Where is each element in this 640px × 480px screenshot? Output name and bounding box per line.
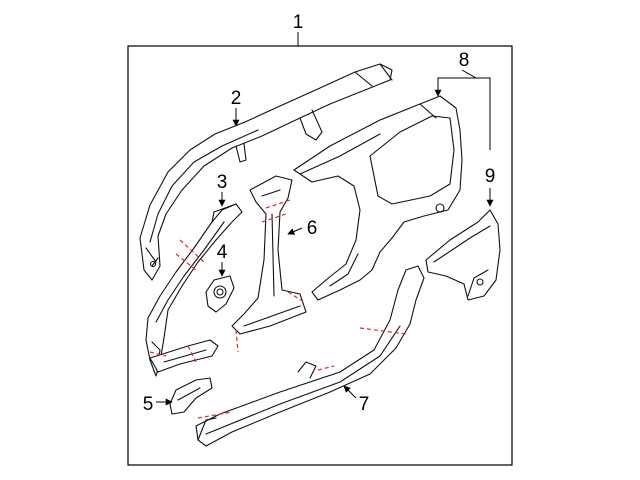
- part-6-center-pillar: [231, 175, 307, 353]
- callout-9: 9: [485, 166, 496, 207]
- part-2-roof-rail: [139, 63, 393, 281]
- callout-2-label: 2: [231, 88, 242, 109]
- part-7-rocker-panel: [195, 265, 425, 447]
- callout-2: 2: [231, 88, 242, 127]
- callout-6: 6: [287, 218, 318, 239]
- callout-3: 3: [217, 172, 228, 207]
- callout-7-label: 7: [359, 394, 370, 415]
- callout-1-label: 1: [293, 12, 304, 33]
- callout-7: 7: [343, 385, 370, 415]
- callout-5-label: 5: [143, 394, 154, 415]
- part-3-front-pillar: [145, 203, 243, 377]
- callout-4-label: 4: [217, 242, 228, 263]
- diagram-frame: [127, 45, 513, 466]
- callout-8-label: 8: [459, 50, 470, 71]
- part-4-bracket: [205, 275, 235, 313]
- part-5-reinforcement: [169, 377, 213, 415]
- callout-3-label: 3: [217, 172, 228, 193]
- part-8-body-side: [293, 95, 463, 301]
- part-9-quarter-outer: [425, 209, 501, 301]
- callout-5: 5: [143, 394, 173, 415]
- callout-6-label: 6: [307, 218, 318, 239]
- callout-1: 1: [293, 12, 304, 46]
- callout-8: 8: [434, 50, 491, 150]
- callout-4: 4: [217, 242, 228, 277]
- callout-9-label: 9: [485, 166, 496, 187]
